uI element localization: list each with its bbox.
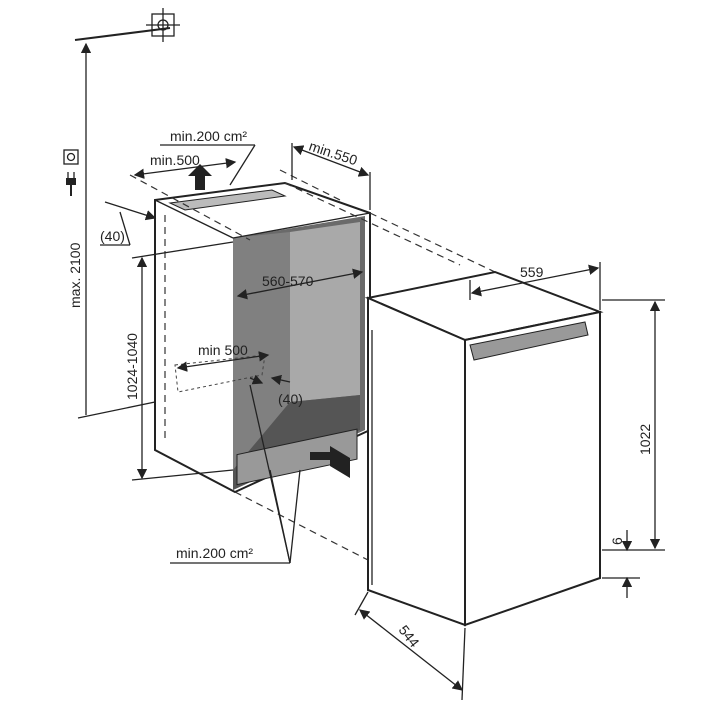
- crosshair-reference-icon: [74, 8, 180, 42]
- bottom-gap-label: (40): [278, 391, 303, 407]
- niche-depth-min-label: min.550: [307, 138, 360, 169]
- niche-width-label: 560-570: [262, 273, 314, 289]
- appliance-width-label: 559: [520, 264, 544, 280]
- top-vent-area-label: min.200 cm²: [170, 128, 247, 144]
- power-plug-icon: [66, 172, 76, 196]
- bottom-vent-area-label: min.200 cm²: [176, 545, 253, 561]
- top-gap-label: (40): [100, 228, 125, 244]
- top-depth-min-label: min.500: [150, 152, 200, 168]
- appliance-depth-label: 544: [396, 622, 423, 650]
- bottom-depth-min-label: min 500: [198, 342, 248, 358]
- bottom-offset-label: 6: [609, 537, 625, 545]
- appliance-height-label: 1022: [637, 424, 653, 455]
- appliance: [364, 270, 604, 627]
- power-socket-icon: [63, 149, 79, 165]
- niche-height-label: 1024-1040: [124, 333, 140, 400]
- niche-cabinet: [154, 181, 371, 494]
- max-height-label: max. 2100: [67, 242, 83, 308]
